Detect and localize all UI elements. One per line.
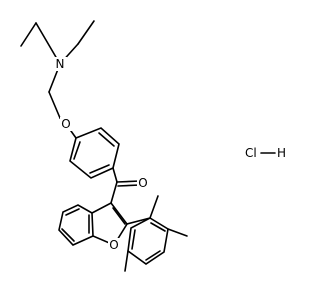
bond-ethyl1-ch3-ch2 — [20, 22, 37, 47]
molecule-structure-diagram: N O O O Cl H — [20, 20, 286, 272]
mesityl-methyl-right — [167, 228, 188, 237]
mesityl-double-bond-3 — [131, 229, 136, 250]
ether-oxygen-label: O — [61, 117, 70, 131]
benzofuran-core — [58, 201, 128, 247]
phenyl-ring — [65, 123, 120, 179]
nitrogen-label: N — [56, 57, 65, 71]
mesityl-methyl-bottom — [124, 250, 129, 272]
furan-double-bond — [112, 207, 126, 225]
benzo-double-bond-2 — [61, 228, 75, 242]
hydrogen-label: H — [277, 146, 286, 160]
hydrochloride-salt: Cl H — [245, 146, 286, 160]
phenyl-double-bond-2 — [89, 164, 110, 174]
mesityl-double-bond-1 — [150, 222, 166, 232]
atom-labels: N O O O — [53, 57, 150, 252]
benzo-double-bond-1 — [65, 208, 80, 216]
bond-carbonyl-c-furan — [110, 181, 118, 204]
carbonyl-oxygen-label: O — [138, 176, 147, 190]
furan-ring-outline — [91, 201, 128, 247]
bond-carbonyl-double-1 — [116, 180, 141, 183]
mesityl-methyl-top — [149, 195, 159, 219]
benzo-ring-outline — [58, 204, 94, 246]
phenyl-double-bond-1 — [98, 132, 115, 147]
chlorine-label: Cl — [245, 146, 257, 160]
furan-oxygen-label: O — [109, 238, 118, 252]
mesityl-double-bond-2 — [145, 250, 161, 261]
mesityl-ring — [124, 195, 188, 272]
ethoxy-linker-bonds — [48, 63, 67, 125]
bond-ring-carbonyl-c — [112, 167, 118, 183]
phenyl-double-bond-3 — [73, 141, 81, 160]
bond-carbonyl-double-2 — [117, 184, 141, 187]
bond-furan-mesityl — [126, 217, 151, 225]
bond-ch2-ch2 — [48, 91, 61, 119]
bond-ethyl2-ch2-ch3 — [77, 20, 95, 45]
carbonyl-group — [110, 167, 141, 204]
